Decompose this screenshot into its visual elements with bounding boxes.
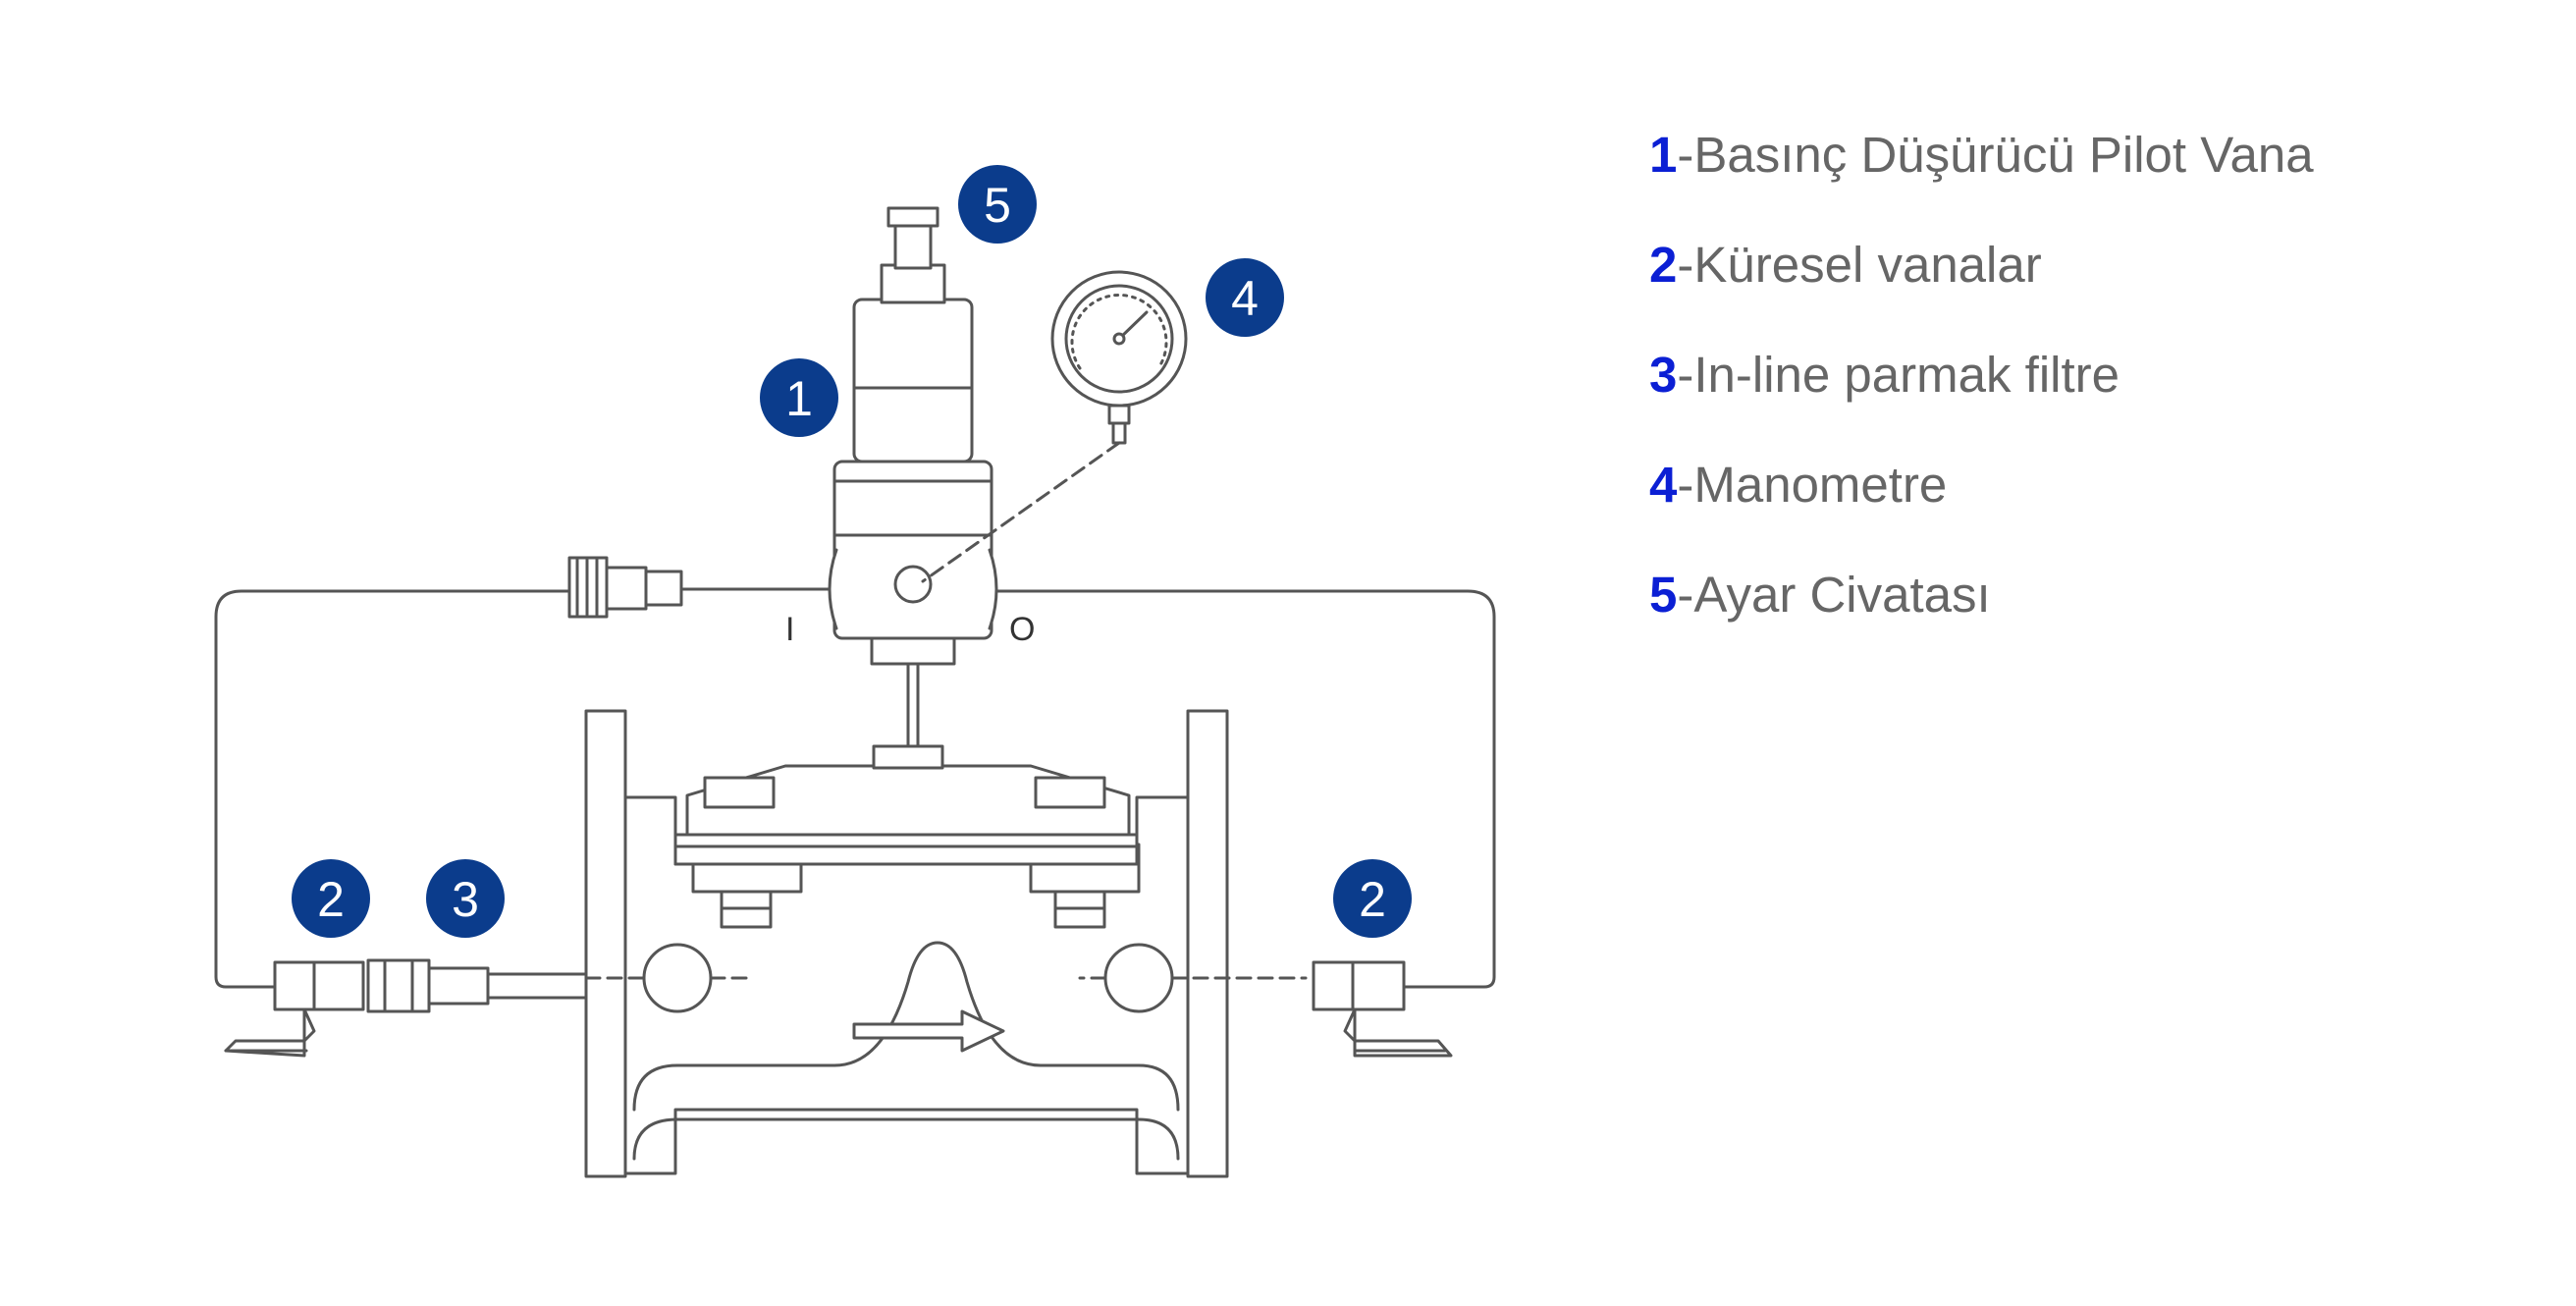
- outlet-port-circle: [1103, 943, 1174, 1013]
- inlet-port-circle: [642, 943, 713, 1013]
- inline-filter: [366, 958, 588, 1013]
- callout-pilot: 1: [760, 358, 838, 437]
- callout-gauge: 4: [1206, 258, 1284, 337]
- right-flange: [1186, 709, 1229, 1178]
- legend-item-manometer: 4-Manometre: [1649, 446, 2533, 556]
- legend-number: 3: [1649, 347, 1678, 403]
- legend-number: 2: [1649, 237, 1678, 293]
- svg-text:5: 5: [984, 178, 1011, 233]
- legend-item-ball-valves: 2-Küresel vanalar: [1649, 226, 2533, 336]
- legend-item-pilot-valve: 1-Basınç Düşürücü Pilot Vana: [1649, 116, 2533, 226]
- legend-number: 4: [1649, 457, 1678, 513]
- flow-direction-arrow-icon: [852, 1009, 1005, 1053]
- legend-label: -Ayar Civatası: [1677, 567, 1991, 623]
- callout-ball-valve-left: 2: [292, 859, 370, 938]
- callout-screw: 5: [958, 165, 1037, 244]
- pressure-gauge: [1050, 270, 1188, 445]
- legend-label: -Basınç Düşürücü Pilot Vana: [1677, 127, 2314, 183]
- svg-text:2: 2: [317, 872, 345, 927]
- outlet-port-label: O: [1009, 611, 1035, 648]
- right-ball-valve: [1312, 960, 1453, 1058]
- tubing-fitting: [567, 556, 683, 619]
- legend-number: 5: [1649, 567, 1678, 623]
- legend-item-adjusting-bolt: 5-Ayar Civatası: [1649, 556, 2533, 666]
- svg-text:3: 3: [452, 872, 479, 927]
- svg-text:2: 2: [1359, 872, 1386, 927]
- valve-diagram: I O 1 5 4 2 3 2: [214, 165, 1496, 1178]
- legend-label: -In-line parmak filtre: [1677, 347, 2120, 403]
- legend-label: -Küresel vanalar: [1677, 237, 2042, 293]
- legend-item-inline-filter: 3-In-line parmak filtre: [1649, 336, 2533, 446]
- pilot-tubing-right: [980, 589, 1496, 989]
- callout-filter: 3: [426, 859, 505, 938]
- left-flange: [584, 709, 627, 1178]
- left-ball-valve: [224, 960, 365, 1058]
- svg-text:1: 1: [785, 371, 813, 426]
- legend-number: 1: [1649, 127, 1678, 183]
- inlet-port-label: I: [785, 611, 794, 648]
- pilot-valve: [828, 206, 998, 666]
- pilot-tubing: [214, 589, 576, 989]
- legend-label: -Manometre: [1677, 457, 1948, 513]
- callout-ball-valve-right: 2: [1333, 859, 1412, 938]
- svg-text:4: 4: [1231, 271, 1259, 326]
- component-legend: 1-Basınç Düşürücü Pilot Vana 2-Küresel v…: [1649, 116, 2533, 666]
- valve-bonnet: [673, 744, 1141, 929]
